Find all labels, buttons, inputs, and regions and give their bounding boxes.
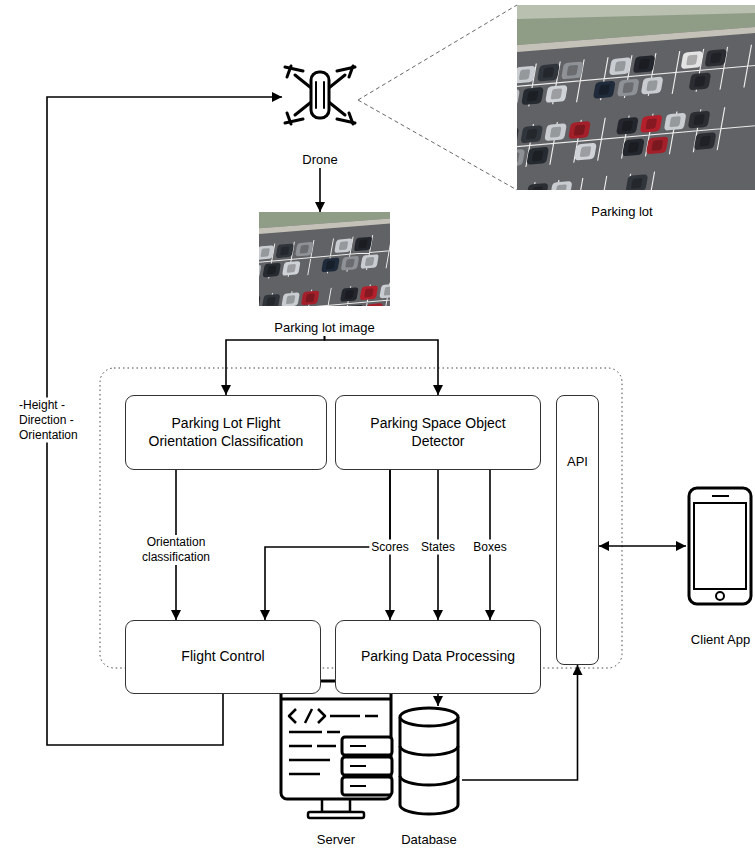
node-label: Parking lot xyxy=(591,204,652,220)
api-box: API xyxy=(556,395,599,665)
node-label: Parking Space Object Detector xyxy=(346,415,530,450)
image-node: Parking lot image xyxy=(259,212,390,336)
node-label: Flight Control xyxy=(181,648,264,666)
flow-arrow xyxy=(226,336,325,395)
node-label: Parking Lot Flight Orientation Classific… xyxy=(136,415,316,450)
edge-label: States xyxy=(419,540,457,555)
process-box: Parking Lot Flight Orientation Classific… xyxy=(125,395,327,470)
edge-label: -Height -Direction -Orientation xyxy=(17,398,93,443)
node-label: Parking lot image xyxy=(274,320,374,336)
node-label: API xyxy=(567,454,588,469)
node-label: Server xyxy=(317,832,355,848)
edge-label: Orientation classification xyxy=(129,535,223,565)
flow-arrow xyxy=(599,545,686,547)
flow-arrow xyxy=(437,694,439,706)
view-line xyxy=(358,5,517,190)
parking-lot-photo xyxy=(444,5,755,217)
process-box: Parking Data Processing xyxy=(335,620,541,694)
server-icon xyxy=(281,681,392,818)
node-label: Database xyxy=(401,832,457,848)
edge-label: Boxes xyxy=(471,540,508,555)
process-box: Parking Space Object Detector xyxy=(335,395,541,470)
tablet-icon xyxy=(689,488,751,604)
client-node: Client App xyxy=(686,485,755,648)
database-node: Database xyxy=(396,706,462,848)
process-box: Flight Control xyxy=(125,620,321,694)
node-label: Drone xyxy=(302,152,337,168)
database-icon xyxy=(400,708,458,814)
photo-node: Parking lot xyxy=(517,0,755,220)
node-label: Client App xyxy=(691,632,750,648)
server-node: Server xyxy=(291,678,381,848)
parking-lot-thumbnail xyxy=(200,196,466,370)
drone-node: Drone xyxy=(282,60,358,168)
edge-label: Scores xyxy=(369,540,410,555)
flow-arrow xyxy=(325,336,439,395)
flow-arrow xyxy=(319,168,321,212)
node-label: Parking Data Processing xyxy=(361,648,515,666)
drone-icon xyxy=(285,66,355,124)
